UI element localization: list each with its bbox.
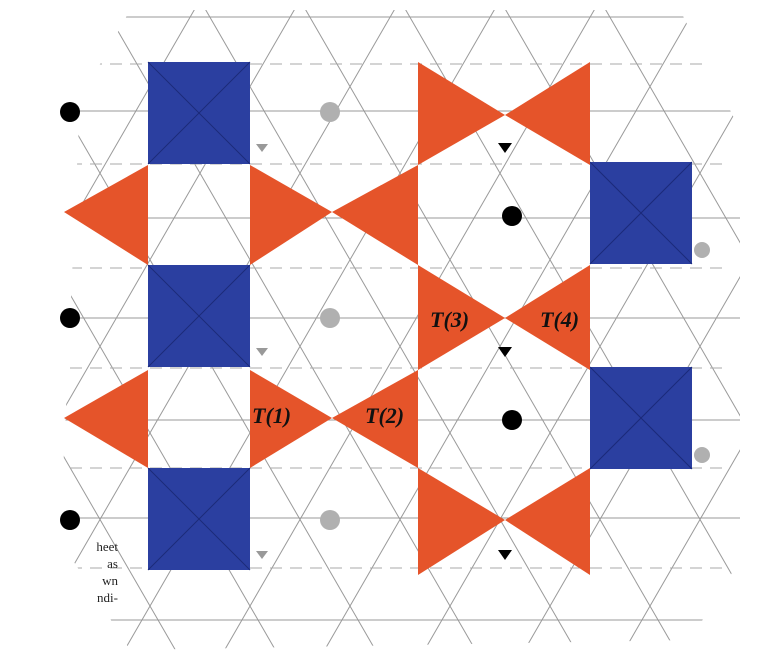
caption-line-2: as <box>0 555 118 572</box>
gray-triangle-site <box>256 551 268 559</box>
tetrahedron <box>505 468 590 575</box>
black-site <box>502 206 522 226</box>
lattice-line <box>300 0 680 658</box>
gray-site <box>320 102 340 122</box>
tetrahedron <box>64 370 148 468</box>
tetrahedron <box>418 468 505 575</box>
gray-site <box>694 242 710 258</box>
gray-site <box>694 447 710 463</box>
tetrahedron <box>505 62 590 165</box>
tetrahedron <box>250 165 332 265</box>
gray-site <box>320 308 340 328</box>
triangle-site <box>498 143 512 153</box>
lattice-line <box>320 0 700 658</box>
caption-line-4: ndi- <box>0 589 118 606</box>
gray-triangle-site <box>256 348 268 356</box>
label-t3: T(3) <box>430 307 469 332</box>
triangle-site <box>498 550 512 560</box>
gray-triangle-site <box>256 144 268 152</box>
caption-fragment: heet as wn ndi- <box>0 538 118 606</box>
tetrahedron <box>64 165 148 265</box>
black-site <box>502 410 522 430</box>
caption-line-3: wn <box>0 572 118 589</box>
caption-line-1: heet <box>0 538 118 555</box>
black-site <box>60 102 80 122</box>
label-t4: T(4) <box>540 307 579 332</box>
tetrahedron <box>418 62 505 165</box>
gray-site <box>320 510 340 530</box>
triangle-site <box>498 347 512 357</box>
black-site <box>60 308 80 328</box>
label-t2: T(2) <box>365 403 404 428</box>
label-t1: T(1) <box>252 403 291 428</box>
black-site <box>60 510 80 530</box>
